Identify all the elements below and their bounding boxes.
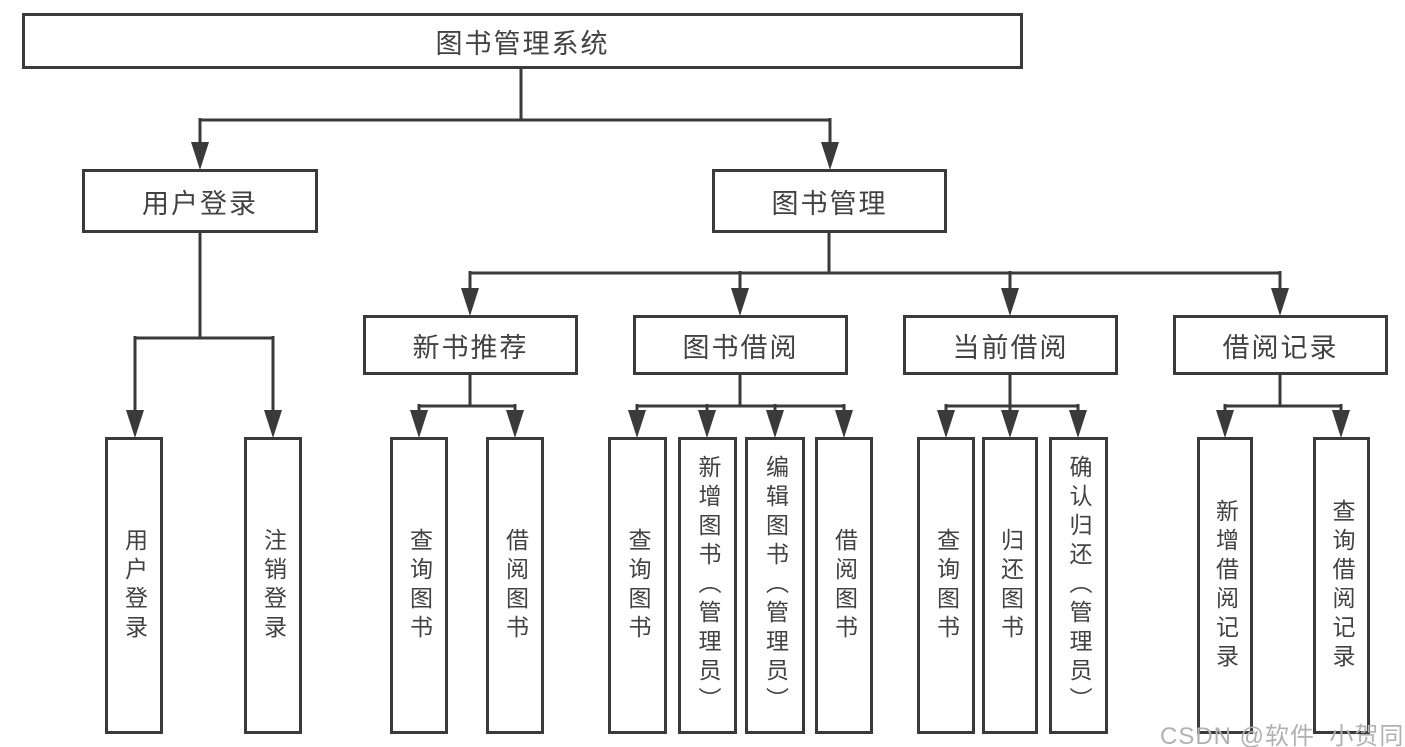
node-leaf-borrow-book: 借阅图书 [815, 437, 873, 734]
csdn-watermark: CSDN @软件_小贺同学 [1160, 723, 1405, 747]
node-leaf-borrow-book-recommend: 借阅图书 [486, 437, 544, 734]
node-leaf-add-borrow-record: 新增借阅记录 [1197, 437, 1253, 734]
node-leaf-edit-book-admin: 编辑图书（管理员） [745, 437, 805, 734]
node-book-borrow: 图书借阅 [633, 315, 848, 375]
node-leaf-user-login: 用户登录 [105, 437, 163, 734]
node-leaf-add-book-admin: 新增图书（管理员） [678, 437, 737, 734]
node-root-system: 图书管理系统 [22, 13, 1023, 69]
node-leaf-query-borrow-record: 查询借阅记录 [1313, 437, 1370, 734]
node-leaf-return-book: 归还图书 [982, 437, 1038, 734]
node-current-borrow: 当前借阅 [903, 315, 1118, 375]
node-leaf-query-book-recommend: 查询图书 [390, 437, 448, 734]
node-leaf-query-book-current: 查询图书 [917, 437, 975, 734]
node-book-management: 图书管理 [712, 169, 947, 233]
node-leaf-confirm-return-admin: 确认归还（管理员） [1049, 437, 1108, 734]
node-leaf-logout: 注销登录 [244, 437, 302, 734]
node-user-login: 用户登录 [82, 169, 318, 233]
node-new-book-recommend: 新书推荐 [363, 315, 578, 375]
node-leaf-query-book-borrow: 查询图书 [608, 437, 667, 734]
node-borrow-records: 借阅记录 [1173, 315, 1388, 375]
